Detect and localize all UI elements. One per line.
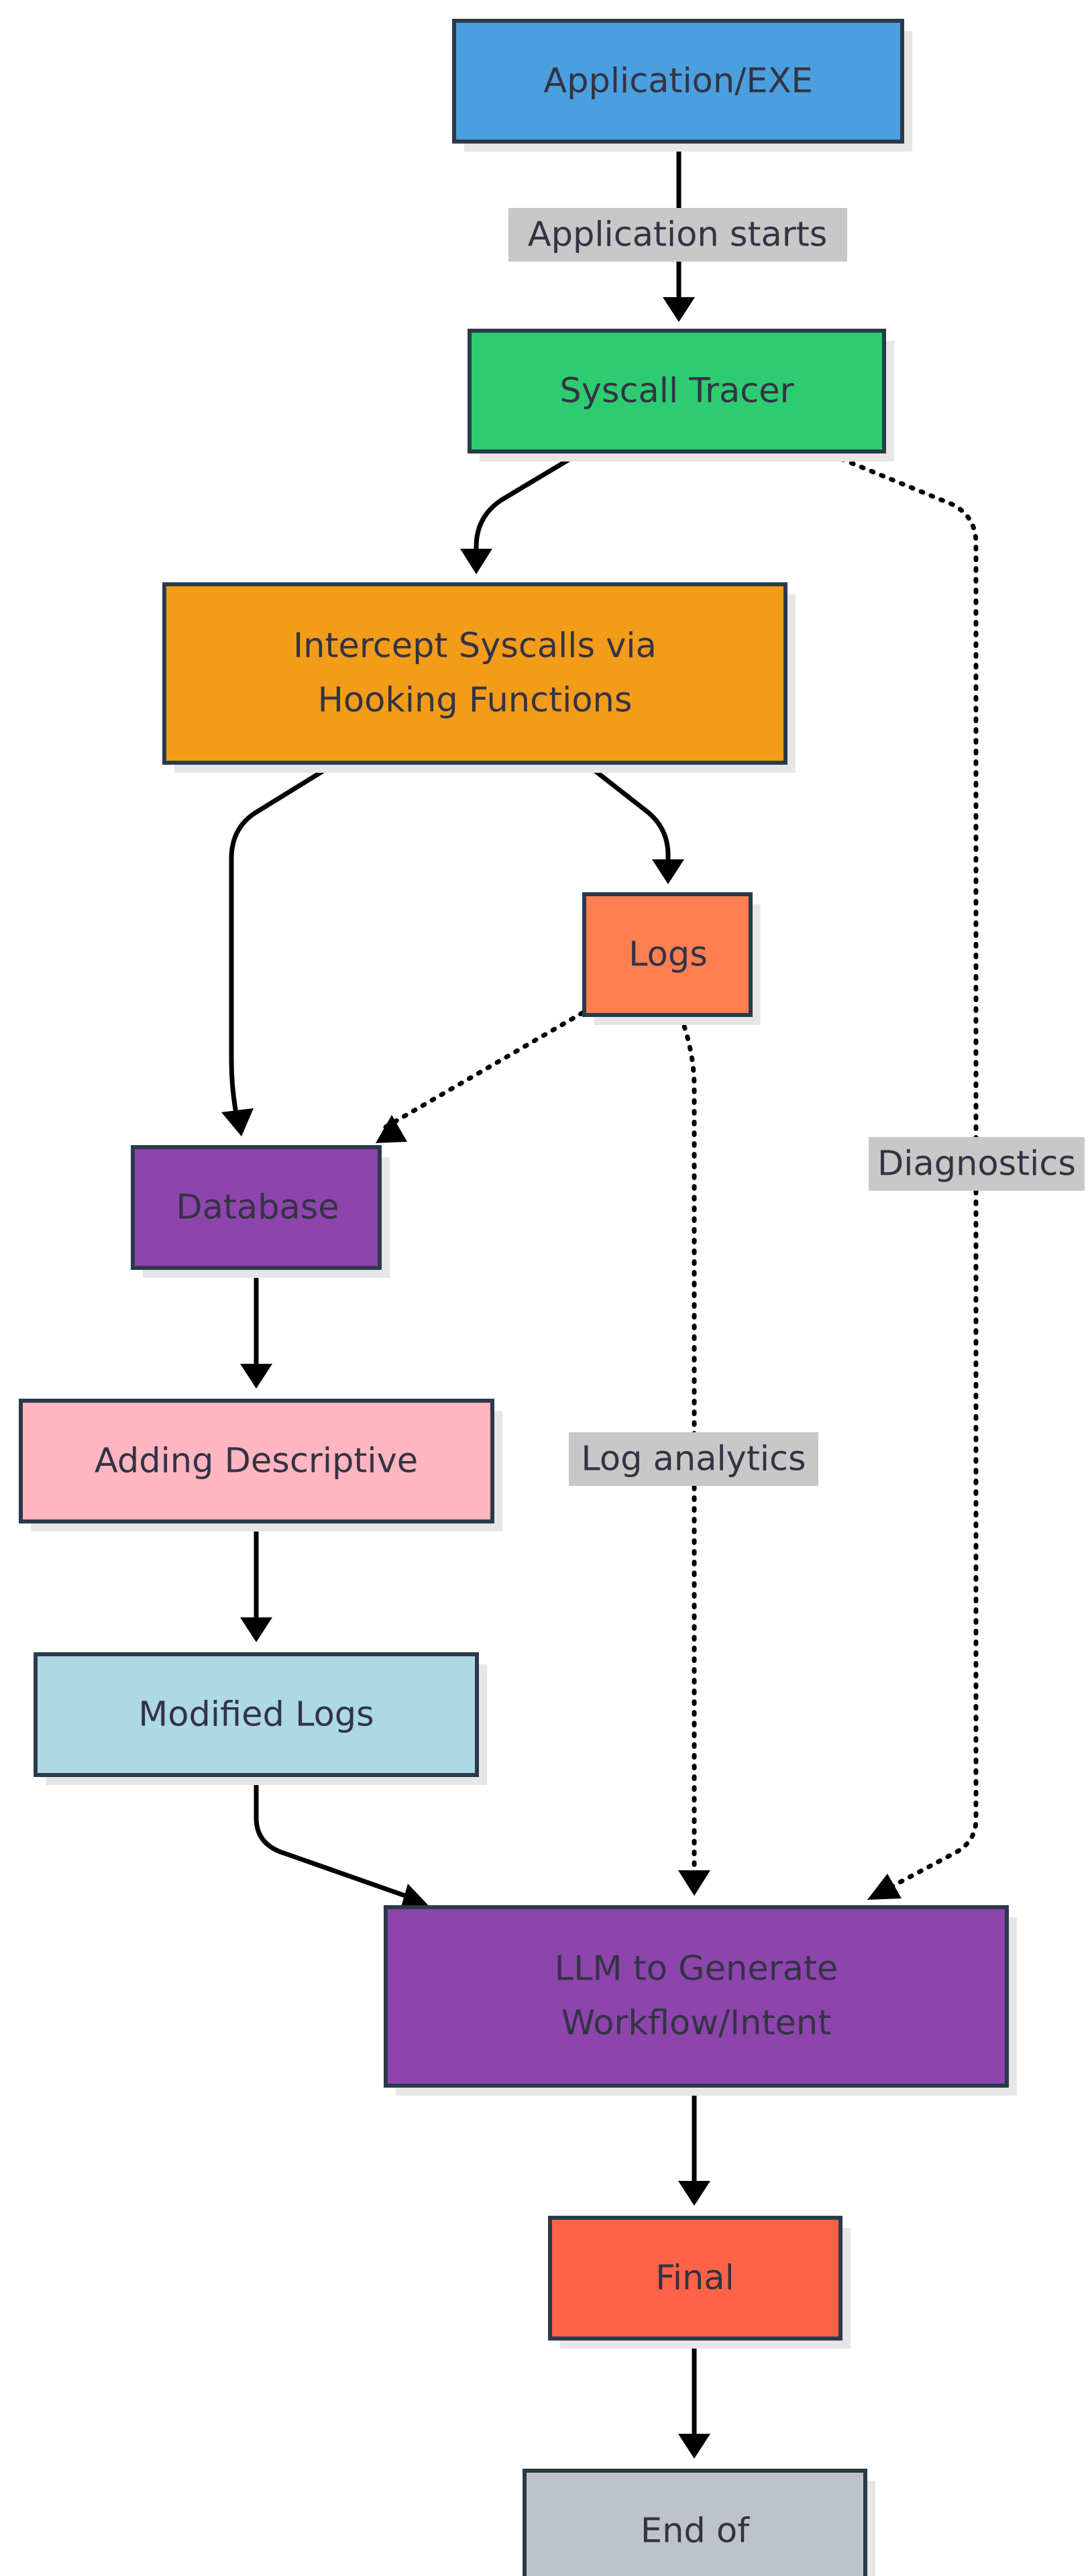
node-label: Adding Descriptive [95,1442,418,1481]
edge-intercept-to-logs [583,761,671,863]
edge-labels: Application starts Diagnostics Log analy… [508,208,1085,1486]
node-intercept-syscalls: Intercept Syscalls via Hooking Functions [162,582,796,773]
node-final: Final [548,2216,851,2349]
node-llm-generate: LLM to Generate Workflow/Intent [384,1905,1017,2096]
node-label-line-2: Hooking Functions [318,681,633,720]
node-box [162,582,787,765]
label-bg-diagnostics [869,1137,1085,1191]
node-box [384,1905,1009,2088]
arrowhead [376,1115,407,1143]
node-database: Database [131,1145,390,1278]
node-box [452,19,904,144]
arrowhead [221,1108,254,1136]
node-label: Syscall Tracer [559,372,794,411]
arrowhead [652,859,684,884]
node-box [131,1145,382,1270]
edge-label-diagnostics: Diagnostics [877,1144,1076,1184]
node-end-of: End of [523,2469,875,2576]
label-bg-log-analytics [569,1432,818,1486]
edge-tracer-to-intercept [474,448,586,553]
edge-label-log-analytics: Log analytics [581,1440,806,1479]
arrowhead [663,297,695,322]
arrowhead [240,1617,272,1642]
edge-intercept-to-database [229,761,338,1116]
node-label: End of [641,2512,750,2551]
node-label: Application/EXE [543,62,813,101]
node-box [523,2469,867,2576]
node-box [548,2216,842,2341]
node-label: Final [655,2259,734,2298]
edge-modified-to-llm [254,1775,412,1900]
node-label: Logs [629,935,708,975]
node-application-exe: Application/EXE [452,19,912,152]
arrowhead [460,549,492,574]
label-bg-application-starts [508,208,847,262]
edges [221,138,979,2459]
arrowhead [678,2434,710,2459]
node-adding-descriptive: Adding Descriptive [19,1399,502,1532]
arrowhead [678,1870,710,1896]
node-box [19,1399,494,1523]
arrowhead [240,1364,272,1389]
node-syscall-tracer: Syscall Tracer [468,329,894,462]
edge-logs-to-database [383,1005,594,1130]
node-modified-logs: Modified Logs [34,1652,487,1785]
arrowhead [867,1874,902,1900]
node-label: Database [176,1188,339,1228]
node-label-line-1: Intercept Syscalls via [293,627,657,666]
edge-logs-to-llm [678,1014,697,1874]
node-box [468,329,886,453]
node-logs: Logs [582,892,761,1025]
edge-label-application-starts: Application starts [528,215,828,255]
node-label-line-1: LLM to Generate [555,1949,838,1989]
node-box [582,892,753,1017]
node-label: Modified Logs [138,1695,374,1735]
node-box [34,1652,479,1777]
node-label-line-2: Workflow/Intent [561,2004,831,2043]
arrowhead [678,2181,710,2206]
